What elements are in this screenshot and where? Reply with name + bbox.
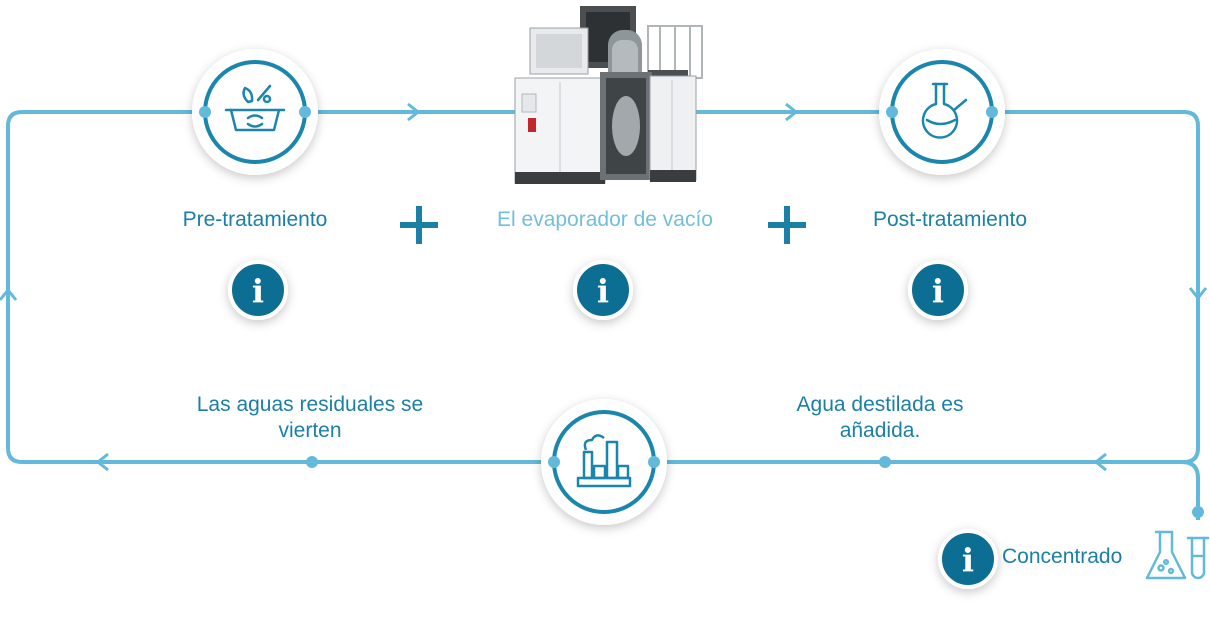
pre-treatment-node[interactable] (192, 49, 318, 175)
concentrate-lab-icon (1145, 530, 1210, 580)
evaporator-machine-image[interactable] (514, 6, 703, 184)
concentrate-label[interactable]: Concentrado (1002, 545, 1123, 568)
flow-dot (306, 456, 318, 468)
info-icon: i (962, 541, 974, 579)
info-button-concentrate[interactable]: i (938, 529, 998, 589)
info-icon: i (597, 272, 609, 310)
arrow-up (0, 287, 18, 301)
factory-icon (576, 434, 632, 488)
post-treatment-node[interactable] (879, 49, 1005, 175)
evaporator-label[interactable]: El evaporador de vacío (497, 208, 713, 231)
concentrate-branch-line (1181, 460, 1200, 520)
post-treatment-label[interactable]: Post-tratamiento (872, 208, 1028, 231)
arrow-right-1 (407, 102, 421, 122)
info-button-evaporator[interactable]: i (573, 260, 633, 320)
arrow-down (1188, 287, 1208, 301)
plus-icon (400, 206, 438, 244)
info-button-post-treatment[interactable]: i (908, 260, 968, 320)
info-icon: i (932, 272, 944, 310)
pre-treatment-icon (224, 84, 286, 132)
info-icon: i (252, 272, 264, 310)
connector-dot-end (1192, 506, 1204, 518)
arrow-right-2 (785, 102, 799, 122)
distilled-water-label: Agua destilada es añadida. (796, 393, 964, 442)
arrow-left-1 (1093, 452, 1107, 472)
pre-treatment-label[interactable]: Pre-tratamiento (182, 208, 328, 231)
discharge-label: Las aguas residuales se vierten (196, 393, 424, 442)
flask-icon (921, 82, 968, 139)
discharge-node[interactable] (541, 399, 667, 525)
plus-icon (768, 206, 806, 244)
info-button-pre-treatment[interactable]: i (228, 260, 288, 320)
arrow-left-2 (95, 452, 109, 472)
flow-dot (879, 456, 891, 468)
